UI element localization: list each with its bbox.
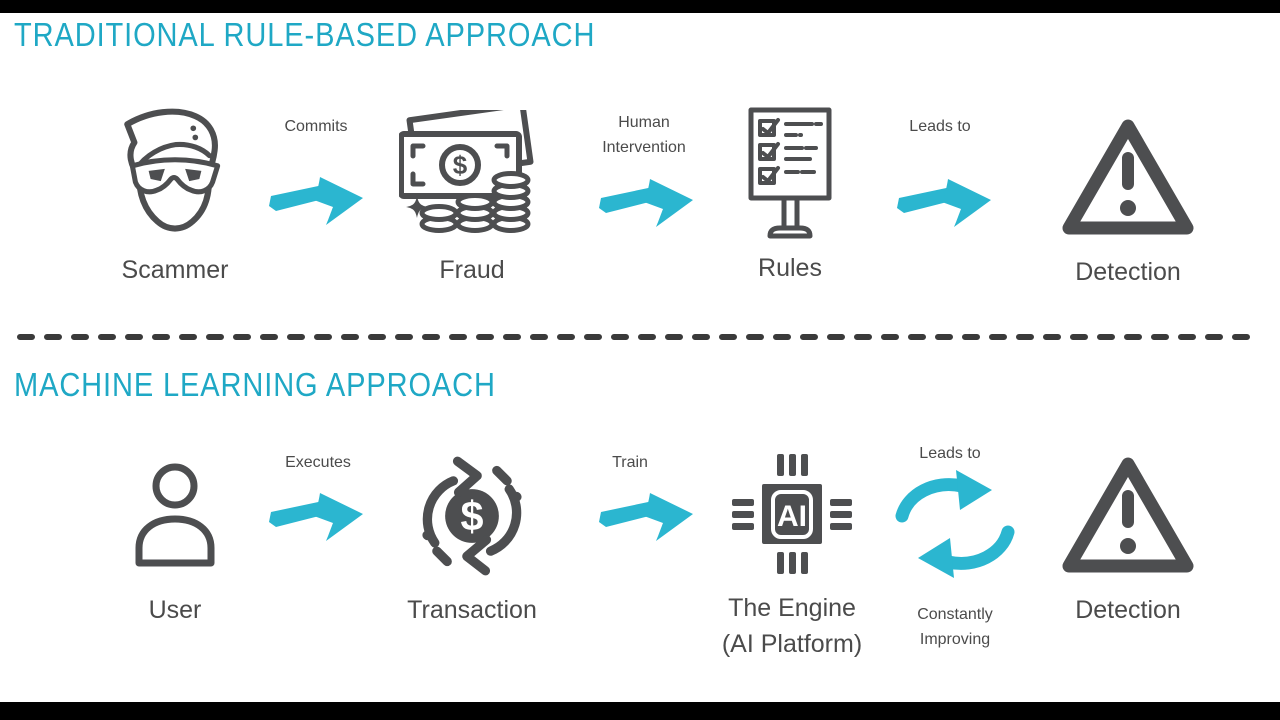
node-sublabel-engine: (AI Platform) — [721, 630, 863, 658]
node-rules: Rules — [690, 104, 890, 286]
dollar-glyph: $ — [453, 150, 468, 180]
ai-chip-icon: AI — [732, 454, 852, 574]
connector-label-commits: Commits — [284, 118, 348, 135]
connector-label-train: Train — [612, 454, 648, 471]
rules-iconbox — [738, 104, 842, 244]
arrow-right-icon — [599, 493, 693, 541]
node-fraud: $ Fraud — [372, 106, 572, 288]
warning-triangle-icon — [1062, 119, 1194, 235]
arrow-right-icon — [897, 179, 991, 227]
letterbox-bottom-bar — [0, 702, 1280, 720]
dollar-sync-cycle-icon: $ — [422, 456, 522, 576]
scammer-mask-face-icon — [124, 108, 221, 232]
person-outline-icon — [135, 463, 215, 567]
node-label-engine: The Engine — [728, 594, 856, 622]
node-label-user: User — [148, 596, 202, 624]
node-detection-top: Detection — [1028, 108, 1228, 290]
node-label-detection-bottom: Detection — [1075, 596, 1181, 624]
node-scammer: Scammer — [75, 106, 275, 288]
node-label-fraud: Fraud — [439, 256, 505, 284]
ai-chip-text: AI — [777, 500, 807, 533]
user-iconbox — [125, 446, 225, 586]
connector-label-constantly-improving: Constantly Improving — [917, 606, 993, 648]
transaction-iconbox: $ — [410, 446, 534, 586]
section-title-traditional: TRADITIONAL RULE-BASED APPROACH — [14, 16, 596, 53]
section-title-machine-learning: MACHINE LEARNING APPROACH — [14, 366, 496, 403]
money-bills-coins-icon: $ — [399, 110, 534, 233]
node-label-detection-top: Detection — [1075, 258, 1181, 286]
arrow-right-icon — [269, 177, 363, 225]
node-engine: AI The Engine (AI Platform) — [692, 444, 892, 662]
node-label-scammer: Scammer — [121, 256, 229, 284]
connector-label-human-intervention: Human Intervention — [602, 114, 686, 156]
fraud-iconbox: $ — [399, 106, 545, 246]
coin-stacks — [419, 171, 531, 233]
arrow-right-icon — [269, 493, 363, 541]
dollar-glyph: $ — [461, 493, 484, 539]
cycle-arrows-icon — [895, 470, 1015, 578]
letterbox-top-bar — [0, 0, 1280, 13]
node-label-rules: Rules — [758, 254, 822, 282]
node-label-transaction: Transaction — [407, 596, 537, 624]
connector-label-leads-to-2: Leads to — [919, 445, 981, 462]
scammer-iconbox — [113, 106, 237, 246]
connector-label-leads-to: Leads to — [909, 118, 971, 135]
checklist-signboard-icon — [748, 107, 832, 239]
node-user: User — [75, 446, 275, 628]
detection-iconbox — [1059, 108, 1197, 248]
engine-iconbox: AI — [722, 444, 862, 584]
detection-iconbox — [1059, 446, 1197, 586]
dashed-divider — [17, 334, 1263, 340]
connector-label-executes: Executes — [285, 454, 351, 471]
warning-triangle-icon — [1062, 457, 1194, 573]
node-transaction: $ Transaction — [372, 446, 572, 628]
node-detection-bottom: Detection — [1028, 446, 1228, 628]
arrow-right-icon — [599, 179, 693, 227]
